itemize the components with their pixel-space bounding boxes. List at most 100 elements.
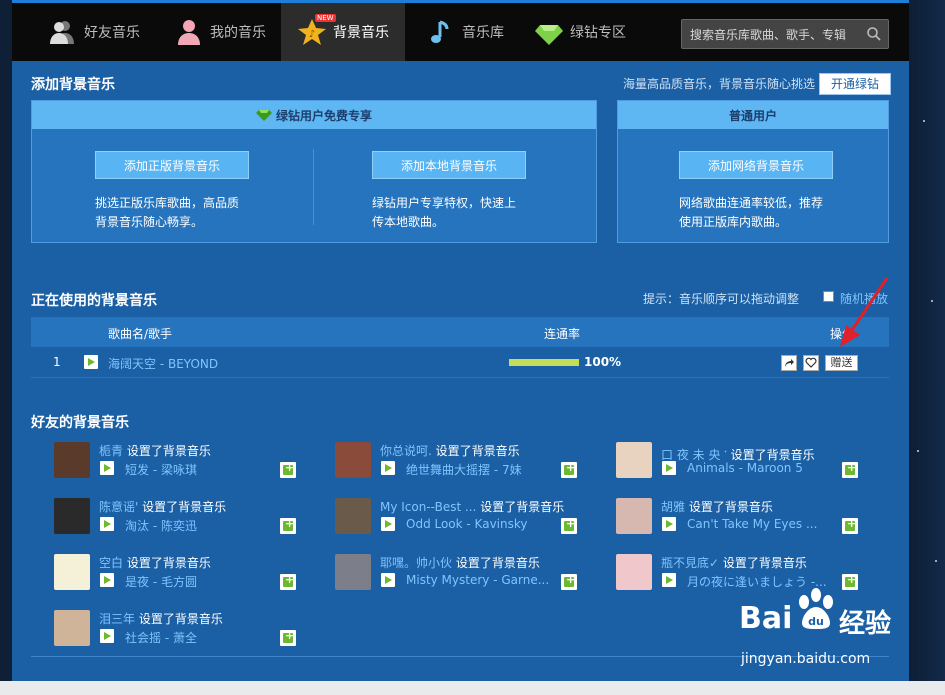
top-navigation: 好友音乐 我的音乐 ♪ NEW 背景音乐 音乐库 绿钻专区 (12, 0, 909, 61)
friend-name[interactable]: 瓶不見底✓ (661, 556, 720, 570)
watermark-url: jingyan.baidu.com (741, 651, 871, 667)
friend-song[interactable]: Misty Mystery - Garne... (406, 573, 550, 587)
add-music-icon[interactable] (280, 573, 296, 590)
friend-song[interactable]: 是夜 - 毛方圆 (125, 575, 197, 589)
column-song: 歌曲名/歌手 (108, 327, 173, 341)
friend-action: 设置了背景音乐 (730, 448, 815, 462)
red-arrow-annotation (840, 277, 889, 347)
avatar[interactable] (54, 442, 90, 478)
gift-button[interactable]: 赠送 (825, 355, 858, 371)
watermark-brand: Bai (739, 601, 793, 636)
friend-song[interactable]: 社会摇 - 萧全 (125, 631, 197, 645)
friend-name[interactable]: My Icon--Best ... (380, 500, 477, 514)
friend-name[interactable]: 胡雅 (661, 500, 686, 514)
normal-panel-header: 普通用户 (618, 101, 888, 129)
avatar[interactable] (54, 498, 90, 534)
play-icon[interactable] (84, 355, 98, 369)
play-icon[interactable] (662, 461, 676, 475)
svg-text:♪: ♪ (309, 29, 315, 40)
add-music-icon[interactable] (842, 461, 858, 478)
friend-name[interactable]: 陈意谣' (99, 500, 139, 514)
avatar[interactable] (54, 610, 90, 646)
green-diamond-icon (255, 110, 272, 121)
friend-action: 设置了背景音乐 (126, 444, 211, 458)
add-music-icon[interactable] (561, 573, 577, 590)
add-section-hint: 海量高品质音乐，背景音乐随心挑选 (623, 77, 816, 91)
add-web-music-button[interactable]: 添加网络背景音乐 (679, 151, 833, 179)
friend-song[interactable]: 月の夜に逢いましょう -... (687, 575, 827, 589)
add-licensed-music-button[interactable]: 添加正版背景音乐 (95, 151, 249, 179)
friend-song[interactable]: 绝世舞曲大摇摆 - 7妹 (406, 463, 522, 477)
friend-item: 胡雅 设置了背景音乐 Can't Take My Eyes ... (616, 498, 876, 538)
shuffle-checkbox[interactable] (823, 291, 834, 302)
add-local-music-button[interactable]: 添加本地背景音乐 (372, 151, 526, 179)
connectivity-bar (509, 359, 579, 366)
add-music-icon[interactable] (842, 573, 858, 590)
star-decoration (917, 450, 919, 452)
friend-name-line: 胡雅 设置了背景音乐 (661, 498, 773, 515)
play-icon[interactable] (662, 573, 676, 587)
song-link[interactable]: 海阔天空 - BEYOND (108, 357, 219, 371)
friend-song[interactable]: 短发 - 梁咏琪 (125, 463, 197, 477)
friend-name-line: 陈意谣' 设置了背景音乐 (99, 498, 226, 515)
search-input[interactable] (688, 20, 864, 50)
avatar[interactable] (335, 442, 371, 478)
friend-name[interactable]: 耶嘿。帅小伙 (380, 556, 453, 570)
nav-friends-music[interactable]: 好友音乐 (48, 3, 140, 61)
add-music-icon[interactable] (561, 517, 577, 534)
nav-background-music[interactable]: ♪ NEW 背景音乐 (281, 3, 405, 61)
nav-music-library[interactable]: 音乐库 (426, 3, 504, 61)
avatar[interactable] (54, 554, 90, 590)
play-icon[interactable] (662, 517, 676, 531)
add-music-icon[interactable] (280, 461, 296, 478)
friend-name[interactable]: 口 夜 未 央 ་ (661, 448, 727, 462)
add-music-icon[interactable] (561, 461, 577, 478)
add-music-icon[interactable] (280, 517, 296, 534)
avatar[interactable] (616, 498, 652, 534)
friend-song[interactable]: Animals - Maroon 5 (687, 461, 803, 475)
friend-name[interactable]: 你总说呵. (380, 444, 432, 458)
new-badge: NEW (315, 14, 336, 22)
add-music-icon[interactable] (842, 517, 858, 534)
friend-action: 设置了背景音乐 (435, 444, 520, 458)
nav-my-music[interactable]: 我的音乐 (174, 3, 266, 61)
friend-name[interactable]: 泪三年 (99, 612, 136, 626)
bottom-strip (0, 681, 945, 695)
avatar[interactable] (335, 498, 371, 534)
friend-name-line: 栀青 设置了背景音乐 (99, 442, 211, 459)
share-icon[interactable] (781, 355, 797, 371)
avatar[interactable] (616, 442, 652, 478)
friend-song[interactable]: Odd Look - Kavinsky (406, 517, 528, 531)
friend-item: 耶嘿。帅小伙 设置了背景音乐 Misty Mystery - Garne... (335, 554, 595, 594)
desc-line: 背景音乐随心畅享。 (95, 215, 204, 229)
music-note-icon (426, 17, 456, 47)
heart-icon[interactable] (803, 355, 819, 371)
open-vip-button[interactable]: 开通绿钻 (819, 73, 891, 95)
friend-name[interactable]: 空白 (99, 556, 124, 570)
friend-song[interactable]: 淘汰 - 陈奕迅 (125, 519, 197, 533)
friend-song[interactable]: Can't Take My Eyes ... (687, 517, 818, 531)
friend-item: 空白 设置了背景音乐是夜 - 毛方圆 (54, 554, 314, 594)
play-icon[interactable] (100, 573, 114, 587)
play-icon[interactable] (381, 461, 395, 475)
licensed-music-desc: 挑选正版乐库歌曲，高品质 背景音乐随心畅享。 (95, 194, 239, 232)
play-icon[interactable] (381, 517, 395, 531)
play-icon[interactable] (381, 573, 395, 587)
current-section-title: 正在使用的背景音乐 (31, 293, 157, 309)
add-music-icon[interactable] (280, 629, 296, 646)
friend-action: 设置了背景音乐 (455, 556, 540, 570)
drag-hint: 提示：音乐顺序可以拖动调整 (643, 292, 800, 306)
add-section-title: 添加背景音乐 (31, 77, 115, 93)
play-icon[interactable] (100, 517, 114, 531)
table-row[interactable]: 1 海阔天空 - BEYOND 100% 赠送 (31, 347, 889, 378)
play-icon[interactable] (100, 629, 114, 643)
avatar[interactable] (616, 554, 652, 590)
friend-name[interactable]: 栀青 (99, 444, 124, 458)
search-icon[interactable] (866, 26, 882, 42)
play-icon[interactable] (100, 461, 114, 475)
nav-green-diamond[interactable]: 绿钻专区 (534, 3, 626, 61)
friend-item: 泪三年 设置了背景音乐社会摇 - 萧全 (54, 610, 314, 650)
avatar[interactable] (335, 554, 371, 590)
